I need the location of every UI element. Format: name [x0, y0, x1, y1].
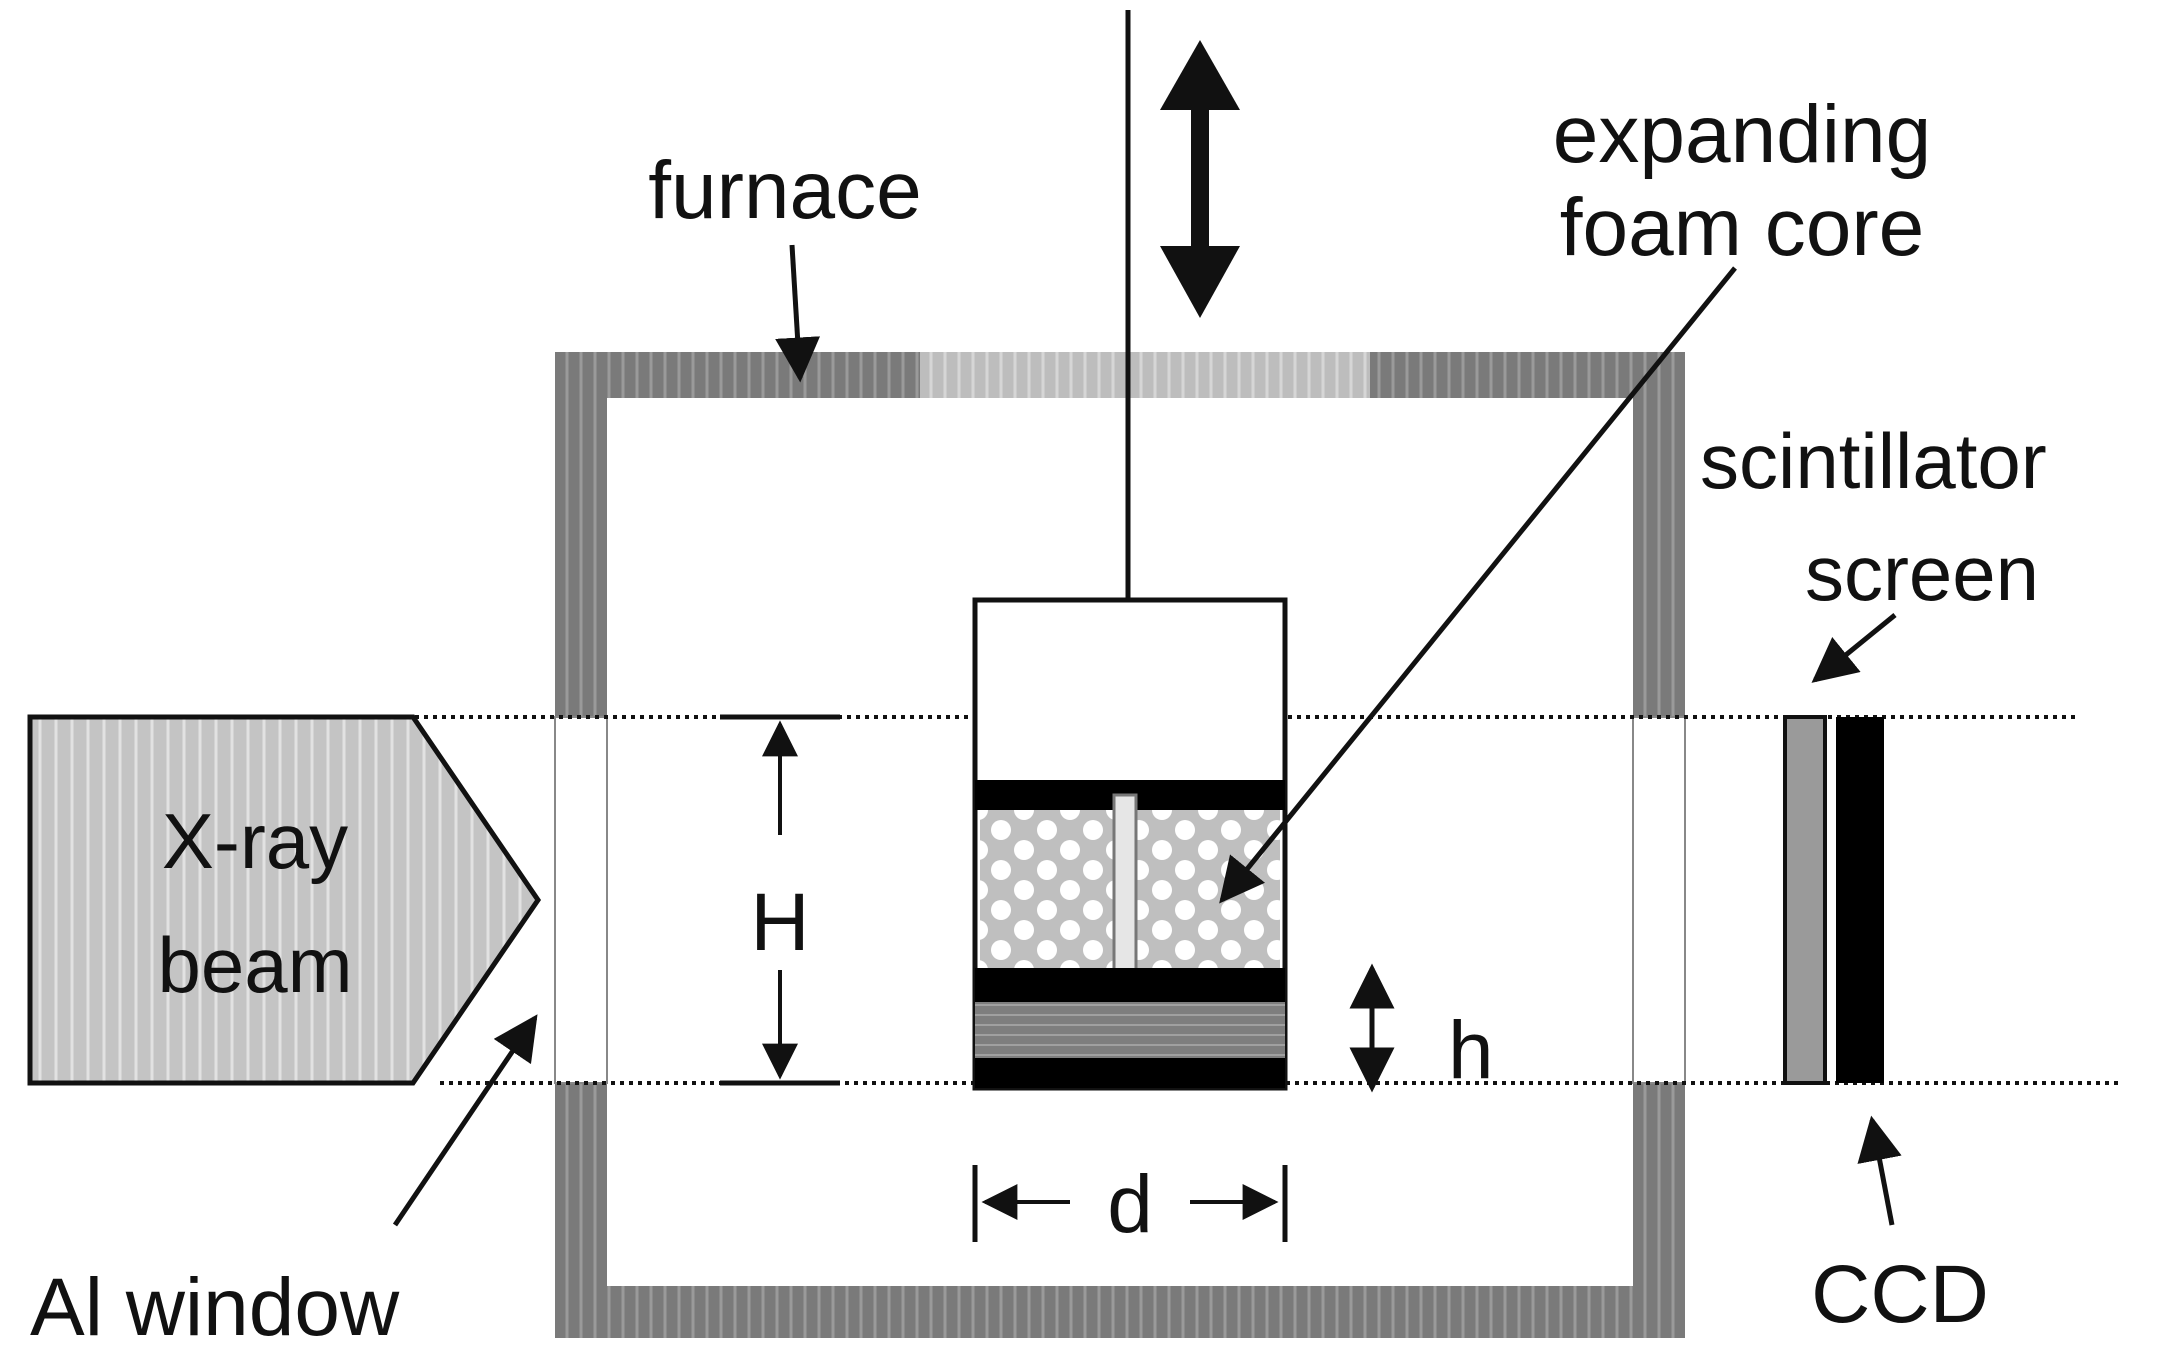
- al-window-left: [554, 716, 608, 1084]
- sample-crucible: [972, 597, 1288, 1091]
- foam-pointer-arrow: [1219, 266, 1737, 904]
- foam-label-line1: expanding: [1553, 89, 1931, 180]
- xray-label-line2: beam: [157, 921, 352, 1009]
- h-label: h: [1448, 1005, 1494, 1096]
- thermocouple: [1112, 793, 1138, 997]
- furnace-top-window: [920, 352, 1370, 398]
- H-label: H: [750, 877, 809, 968]
- furnace-top-wall-left: [555, 352, 920, 398]
- scintillator-label-line2: screen: [1805, 529, 2039, 617]
- ccd: [1836, 717, 1884, 1083]
- height-H-dimension: H: [720, 714, 840, 1086]
- ccd-label: CCD: [1811, 1249, 1989, 1340]
- al-window-label: Al window: [30, 1262, 400, 1353]
- d-label: d: [1107, 1159, 1153, 1250]
- foam-label-line2: foam core: [1560, 182, 1925, 273]
- xray-beam: X-ray beam: [27, 714, 542, 1086]
- detector: [1783, 715, 1884, 1085]
- scintillator-label-line1: scintillator: [1700, 417, 2047, 505]
- al-window-right: [1632, 716, 1686, 1084]
- vertical-motion-double-arrow-icon: [1160, 40, 1240, 318]
- xray-label-line1: X-ray: [162, 797, 348, 885]
- furnace-label: furnace: [648, 145, 922, 236]
- furnace-left-wall-upper: [555, 352, 607, 717]
- width-d-dimension: d: [972, 1159, 1288, 1250]
- furnace: [554, 352, 1686, 1338]
- xray-beam-arrow-shape: [27, 714, 542, 1086]
- furnace-right-wall-upper: [1633, 352, 1685, 717]
- height-h-dimension: h: [1349, 963, 1494, 1096]
- al-window-pointer-arrow: [392, 1014, 538, 1227]
- crucible-bottom-plate: [975, 1058, 1285, 1088]
- scintillator-screen: [1783, 715, 1827, 1085]
- crucible-mid-plate: [975, 968, 1285, 1002]
- ccd-pointer-arrow: [1857, 1115, 1902, 1226]
- furnace-pointer-arrow: [775, 244, 821, 383]
- crucible-base: [975, 1002, 1285, 1058]
- scintillator-pointer-arrow: [1811, 613, 1897, 683]
- furnace-bottom-wall: [555, 1286, 1685, 1338]
